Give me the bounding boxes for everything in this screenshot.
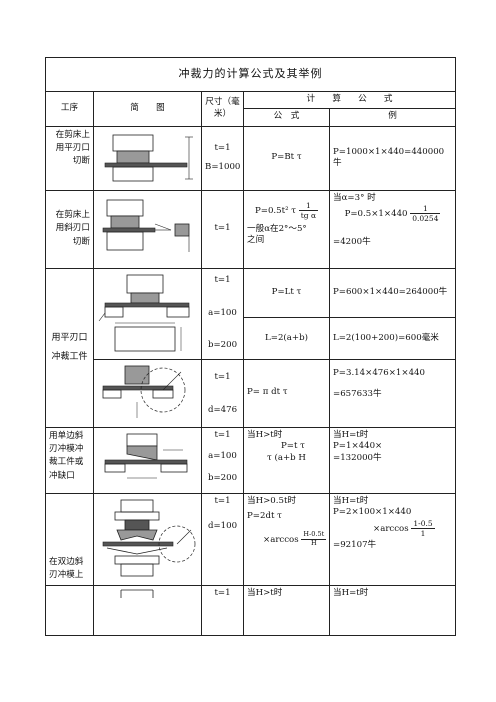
header-formula: 公 式 (243, 107, 330, 127)
example-cell: P=600×1×440=264000牛 (328, 267, 457, 319)
dim-t: t=1 (214, 142, 231, 153)
example-condition: 当H=t时 (333, 429, 369, 440)
formula-prefix: P=0.5t² τ (254, 205, 297, 216)
example-cell: L=2(100+200)=600毫米 (328, 317, 457, 360)
sketch-cell (93, 189, 202, 269)
header-process: 工序 (45, 91, 94, 127)
header-sketch: 简 图 (93, 91, 202, 127)
example-result: =92107牛 (333, 539, 377, 550)
sketch-cell (93, 125, 202, 191)
example-condition: 当H=t时 (333, 495, 369, 506)
formula-condition: 当H>t时 (247, 429, 283, 440)
sketch-straight-shear (104, 134, 193, 182)
fraction-den: 1 (420, 528, 426, 538)
example-text: P=3.14×476×1×440 (333, 367, 425, 378)
fraction-num: H-0.5t (301, 529, 327, 540)
dim-t: t=1 (201, 584, 244, 636)
dim-b: B=1000 (205, 162, 241, 173)
example-cell: 当H=t时 P=1×440× =132000牛 (328, 426, 457, 494)
dim-t: t=1 (201, 189, 244, 269)
dim-t: t=1 (214, 274, 231, 285)
dim-a: a=100 (208, 308, 237, 319)
dim-d: d=476 (207, 405, 238, 416)
formula-line2: τ (a+b H (267, 452, 306, 463)
example-cell: P=1000×1×440=440000牛 (328, 125, 457, 191)
sketch-flat-punch (98, 274, 190, 351)
example-result: =132000牛 (333, 452, 382, 463)
example-result: =657633牛 (333, 389, 382, 400)
formula-cell: P=Lt τ (243, 267, 330, 319)
sketch-cell (93, 492, 202, 586)
dim-b: b=200 (207, 472, 238, 483)
fraction-num: 1-0.5 (411, 518, 435, 529)
sketch-cell (93, 584, 202, 636)
dim-t: t=1 (214, 371, 231, 382)
formula-line1: P=t τ (281, 441, 305, 452)
header-example: 例 (328, 107, 457, 127)
example-result: =4200牛 (333, 237, 371, 248)
process-cell (45, 584, 94, 636)
example-condition: 当α=3° 时 (333, 192, 376, 203)
dim-t: t=1 (214, 495, 231, 506)
process-cell: 在双边斜刃冲模上 (45, 492, 94, 586)
dim-b: b=200 (207, 339, 238, 350)
header-calc: 计 算 公 式 (242, 91, 457, 109)
fraction-num: 1 (410, 204, 441, 215)
formula-condition: 当H>t时 (243, 584, 330, 636)
example-cell: P=3.14×476×1×440 =657633牛 (328, 358, 457, 428)
example-line1: P=1×440× (333, 441, 383, 452)
sketch-cell (93, 267, 202, 360)
formula-cell: P=Bt τ (243, 125, 330, 191)
sketch-inclined-shear (102, 199, 190, 253)
process-cell: 用单边斜刃冲模冲裁工件或冲缺口 (45, 426, 94, 494)
formula-arccos: ×arccos (263, 534, 299, 545)
dim-d: d=100 (207, 521, 238, 532)
dim-t: t=1 (214, 429, 231, 440)
fraction-den: H (310, 538, 317, 547)
formula-cell: 当H>t时 P=t τ τ (a+b H (243, 426, 330, 494)
sketch-cell (93, 426, 202, 494)
formula-cell: P= π dt τ (243, 358, 330, 428)
fraction-num: 1 (298, 201, 319, 211)
formula-note: 一般α在2°～5°之间 (247, 223, 307, 246)
table-title: 冲裁力的计算公式及其举例 (44, 57, 457, 92)
example-condition: 当H=t时 (328, 584, 457, 636)
header-dimension: 尺寸（毫米） (201, 91, 244, 127)
dim-a: a=100 (208, 451, 237, 462)
formula-line1: P=2dt τ (247, 511, 282, 522)
example-prefix: P=0.5×1×440 (344, 209, 408, 220)
example-arccos: ×arccos (373, 523, 409, 534)
cutting-force-table: 冲裁力的计算公式及其举例 工序 简 图 尺寸（毫米） 计 算 公 式 公 式 例… (44, 57, 457, 636)
process-cell: 在剪床上用平刃口切断 (45, 125, 94, 191)
fraction-den: 0.0254 (412, 214, 439, 224)
sketch-cell (93, 358, 202, 428)
sketch-double-bevel-partial (120, 589, 154, 598)
sketch-double-bevel-die (102, 499, 196, 577)
process-cell: 在剪床上用斜刃口切断 (45, 189, 94, 269)
formula-cell: L=2(a+b) (243, 317, 330, 360)
sketch-single-bevel-die (104, 433, 188, 479)
process-cell: 用平刃口冲裁工件 (45, 267, 94, 428)
sketch-round-punch (102, 365, 186, 419)
fraction-den: tg α (300, 210, 317, 220)
example-line1: P=2×100×1×440 (333, 507, 412, 518)
formula-condition: 当H>0.5t时 (247, 495, 297, 506)
